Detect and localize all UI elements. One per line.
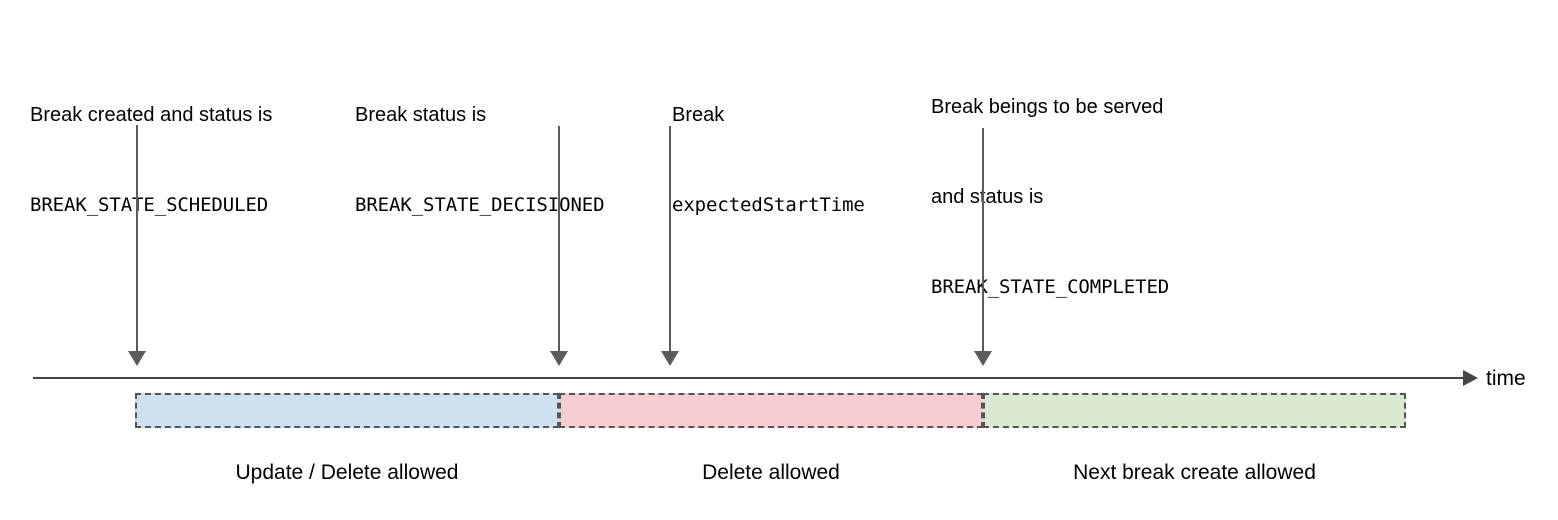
annotation-scheduled: Break created and status is BREAK_STATE_…	[30, 40, 272, 280]
pointer-arrow-scheduled-shaft	[136, 125, 138, 351]
time-axis-label: time	[1486, 367, 1526, 390]
annotation-completed-line1: Break beings to be served	[931, 96, 1164, 118]
annotation-completed: Break beings to be served and status is …	[931, 32, 1169, 362]
caption-update-delete: Update / Delete allowed	[235, 461, 459, 484]
annotation-decisioned-line1: Break status is	[355, 104, 487, 126]
caption-delete: Delete allowed	[702, 461, 840, 484]
caption-next-break: Next break create allowed	[1073, 461, 1316, 484]
annotation-decisioned: Break status is BREAK_STATE_DECISIONED	[355, 40, 605, 280]
time-axis-line	[33, 377, 1465, 379]
annotation-expected-start: Break expectedStartTime	[672, 40, 865, 280]
pointer-arrow-expected-start-head	[661, 351, 679, 366]
annotation-scheduled-line2: BREAK_STATE_SCHEDULED	[30, 194, 269, 216]
annotation-expected-start-line1: Break	[672, 104, 725, 126]
pointer-arrow-completed-head	[974, 351, 992, 366]
pointer-arrow-expected-start-shaft	[669, 126, 671, 351]
segment-bar-update-delete	[135, 393, 559, 428]
annotation-scheduled-line1: Break created and status is	[30, 104, 273, 126]
pointer-arrow-completed-shaft	[982, 128, 984, 351]
time-axis-arrowhead	[1463, 370, 1478, 386]
pointer-arrow-scheduled-head	[128, 351, 146, 366]
annotation-completed-line2: and status is	[931, 186, 1044, 208]
pointer-arrow-decisioned-shaft	[558, 126, 560, 351]
annotation-expected-start-line2: expectedStartTime	[672, 194, 865, 216]
segment-bar-delete	[559, 393, 983, 428]
annotation-completed-line3: BREAK_STATE_COMPLETED	[931, 276, 1170, 298]
annotation-decisioned-line2: BREAK_STATE_DECISIONED	[355, 194, 605, 216]
pointer-arrow-decisioned-head	[550, 351, 568, 366]
segment-bar-next-break	[983, 393, 1406, 428]
